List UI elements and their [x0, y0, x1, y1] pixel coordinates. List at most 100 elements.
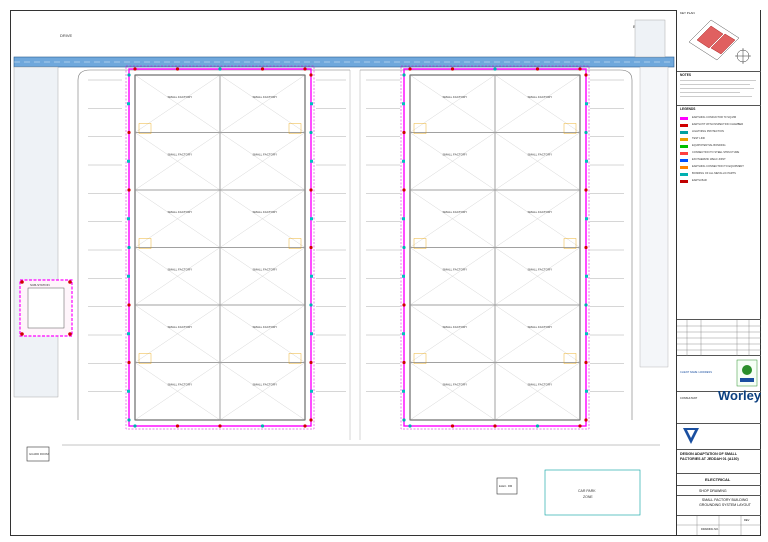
earth-pit	[578, 67, 582, 71]
earth-pit	[127, 130, 131, 135]
legend-text: BONDING OF ALL METALLIC PARTS	[692, 172, 736, 175]
earth-pit	[309, 188, 313, 192]
test-link	[585, 102, 588, 106]
unit-label: SMALL FACTORY	[168, 382, 193, 386]
legend-text: TEST LINK	[692, 137, 706, 140]
substation-label: SUB-STATION	[30, 283, 50, 287]
discipline-box: ELECTRICAL	[677, 474, 761, 486]
unit-label: SMALL FACTORY	[528, 152, 553, 156]
unit-label: SMALL FACTORY	[253, 95, 278, 99]
earth-pit	[584, 418, 588, 422]
unit-label: SMALL FACTORY	[253, 210, 278, 214]
test-link	[585, 389, 588, 393]
unit-label: SMALL FACTORY	[443, 382, 468, 386]
block-b: SMALL FACTORY SMALL FACTORY SMALL FACTORY S…	[400, 65, 590, 430]
legend-item: EARTHING CONNECTION TO EQUIPMENT	[680, 165, 758, 170]
test-link	[402, 102, 405, 106]
legend-swatch	[680, 124, 688, 127]
legend-item: EARTH PIT WITH INSPECTION CHAMBER	[680, 123, 758, 128]
earth-pit	[127, 360, 131, 365]
guard-room-label: GUARD ROOM	[29, 452, 49, 456]
legend-text: EXOTHERMIC WELD JOINT	[692, 158, 726, 161]
earth-pit	[584, 188, 588, 192]
worley-logo: Worley	[718, 388, 762, 403]
test-link	[585, 217, 588, 221]
legend-swatch	[680, 138, 688, 141]
earth-pit	[260, 424, 265, 428]
drawing-title: SMALL FACTORY BUILDING GROUNDING SYSTEM …	[699, 498, 751, 507]
logo-box	[677, 424, 761, 450]
legend-item: EARTH BAR	[680, 179, 758, 184]
legend-item: TEST LINK	[680, 137, 758, 142]
legend-item: EARTHING CONDUCTOR 70 SQ.MM	[680, 116, 758, 121]
project-title: DESIGN ADAPTATION OF SMALL FACTORIES AT …	[680, 452, 739, 461]
unit-label: SMALL FACTORY	[443, 95, 468, 99]
unit-label: SMALL FACTORY	[443, 210, 468, 214]
elec-room-label: ELEC. RM	[499, 484, 513, 488]
unit-label: SMALL FACTORY	[528, 325, 553, 329]
earth-pit	[402, 245, 406, 250]
unit-label: SMALL FACTORY	[168, 95, 193, 99]
legend-text: LIGHTNING PROTECTION	[692, 130, 724, 133]
legend-item: LIGHTNING PROTECTION	[680, 130, 758, 135]
earth-pit	[450, 424, 455, 428]
earth-pit	[218, 67, 222, 71]
earth-pit	[408, 424, 412, 428]
earth-pit	[309, 303, 313, 307]
unit-label: SMALL FACTORY	[443, 152, 468, 156]
key-plan-label: KEY PLAN	[680, 11, 695, 15]
earth-pit	[309, 360, 313, 365]
earth-pit	[303, 67, 307, 71]
unit-label: SMALL FACTORY	[168, 152, 193, 156]
legend-swatch	[680, 145, 688, 148]
client-note-1: CLIENT NAME / ADDRESS	[680, 371, 712, 374]
legend-text: EARTHING CONDUCTOR 70 SQ.MM	[692, 116, 737, 119]
legend-text: CONNECTION TO STEEL STRUCTURE	[692, 151, 740, 154]
legend-item: BONDING OF ALL METALLIC PARTS	[680, 172, 758, 177]
earth-pit	[127, 418, 131, 422]
earth-pit	[133, 67, 137, 71]
unit-label: SMALL FACTORY	[168, 210, 193, 214]
test-link	[585, 159, 588, 163]
unit-label: SMALL FACTORY	[528, 267, 553, 271]
earth-pit	[584, 303, 588, 307]
earth-pit	[584, 360, 588, 365]
test-link	[402, 159, 405, 163]
earth-pit	[584, 130, 588, 135]
earth-pit	[303, 424, 307, 428]
legend-text: EARTHING CONNECTION TO EQUIPMENT	[692, 165, 744, 168]
earth-pit	[309, 245, 313, 250]
test-link	[585, 332, 588, 336]
test-link	[127, 102, 130, 106]
legend-text: EARTH PIT WITH INSPECTION CHAMBER	[692, 123, 744, 126]
earth-pit	[175, 424, 180, 428]
unit-label: SMALL FACTORY	[253, 267, 278, 271]
notes-box: NOTES	[677, 72, 761, 106]
legend-swatch	[680, 159, 688, 162]
key-plan-map	[688, 19, 751, 64]
earth-pit	[127, 73, 131, 77]
earth-pit	[493, 424, 497, 428]
drawing-title-box: SMALL FACTORY BUILDING GROUNDING SYSTEM …	[677, 496, 761, 516]
test-link	[402, 274, 405, 278]
drawing-type-box: SHOP DRAWING	[677, 486, 761, 496]
car-park-label: CAR PARK	[578, 489, 596, 493]
unit-label: SMALL FACTORY	[528, 382, 553, 386]
test-link	[402, 332, 405, 336]
earth-pit	[309, 130, 313, 135]
test-link	[310, 102, 313, 106]
road-label-left: DRIVE	[60, 33, 73, 38]
car-park-sub: ZONE	[583, 495, 593, 499]
test-link	[127, 159, 130, 163]
client-box: CLIENT NAME / ADDRESS	[677, 356, 761, 392]
legend-text: EARTH BAR	[692, 179, 707, 182]
earth-pit	[493, 67, 497, 71]
earth-pit	[578, 424, 582, 428]
earth-pit	[450, 67, 455, 71]
test-link	[127, 332, 130, 336]
rev-label: REV	[744, 519, 750, 522]
earth-pit	[309, 73, 313, 77]
legend-swatch	[680, 117, 688, 120]
